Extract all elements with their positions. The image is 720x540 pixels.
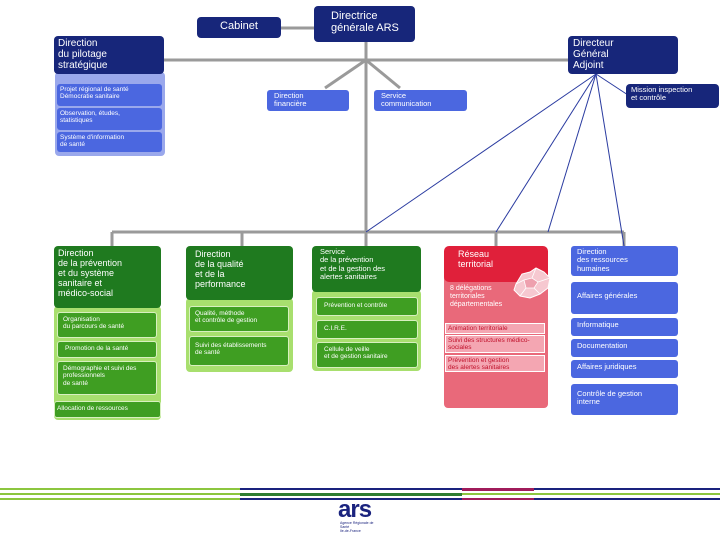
directrice-generale-box[interactable]: Directrice générale ARS: [314, 6, 415, 42]
ars-logo-tagline: Agence Régionale de Santé Ile-de-France: [340, 521, 374, 533]
region-map-icon: [513, 267, 551, 299]
reseau-item-animation[interactable]: Animation territoriale: [445, 323, 545, 334]
qualite-item-methode[interactable]: Qualité, méthode et contrôle de gestion: [189, 306, 289, 332]
ressources-item-controle-gestion[interactable]: Contrôle de gestion interne: [571, 384, 678, 415]
directeur-general-adjoint-box[interactable]: Directeur Général Adjoint: [568, 36, 678, 74]
service-prevention-title[interactable]: Service de la prévention et de la gestio…: [312, 246, 421, 292]
ressources-item-affaires-generales[interactable]: Affaires générales: [571, 282, 678, 314]
service-prevention-item-cire[interactable]: C.I.R.E.: [316, 320, 418, 339]
ressources-item-affaires-juridiques[interactable]: Affaires juridiques: [571, 360, 678, 378]
prevention-title[interactable]: Direction de la prévention et du système…: [54, 246, 161, 308]
qualite-title[interactable]: Direction de la qualité et de la perform…: [186, 246, 293, 300]
ressources-item-documentation[interactable]: Documentation: [571, 339, 678, 357]
reseau-subtitle: 8 délégations territoriales départementa…: [450, 285, 503, 308]
ars-logo: ars Agence Régionale de Santé Ile-de-Fra…: [336, 496, 396, 538]
cabinet-box[interactable]: Cabinet: [197, 17, 281, 38]
service-communication-box[interactable]: Service communication: [374, 90, 467, 111]
service-prevention-item-controle[interactable]: Prévention et contrôle: [316, 297, 418, 316]
footer-stripes: [0, 488, 720, 500]
mission-inspection-box[interactable]: Mission inspection et contrôle: [626, 84, 719, 108]
ressources-item-informatique[interactable]: Informatique: [571, 318, 678, 336]
prevention-item-allocation[interactable]: Allocation de ressources: [54, 401, 161, 418]
prevention-item-demographie[interactable]: Démographie et suivi des professionnels …: [57, 361, 157, 395]
prevention-item-promotion[interactable]: Promotion de la santé: [57, 341, 157, 358]
service-prevention-item-cellule[interactable]: Cellule de veille et de gestion sanitair…: [316, 342, 418, 368]
pilotage-item-projet[interactable]: Projet régional de santé Démocratie sani…: [57, 84, 162, 106]
direction-financiere-box[interactable]: Direction financière: [267, 90, 349, 111]
pilotage-item-observation[interactable]: Observation, études, statistiques: [57, 108, 162, 130]
prevention-item-organisation[interactable]: Organisation du parcours de santé: [57, 312, 157, 338]
ars-logo-text: ars: [338, 496, 372, 523]
ressources-title[interactable]: Direction des ressources humaines: [571, 246, 678, 276]
reseau-item-prevention[interactable]: Prévention et gestion des alertes sanita…: [445, 355, 545, 372]
reseau-item-suivi[interactable]: Suivi des structures médico- sociales: [445, 335, 545, 353]
qualite-item-suivi[interactable]: Suivi des établissements de santé: [189, 336, 289, 366]
pilotage-title[interactable]: Direction du pilotage stratégique: [54, 36, 164, 74]
pilotage-item-systeme[interactable]: Système d'information de santé: [57, 132, 162, 152]
